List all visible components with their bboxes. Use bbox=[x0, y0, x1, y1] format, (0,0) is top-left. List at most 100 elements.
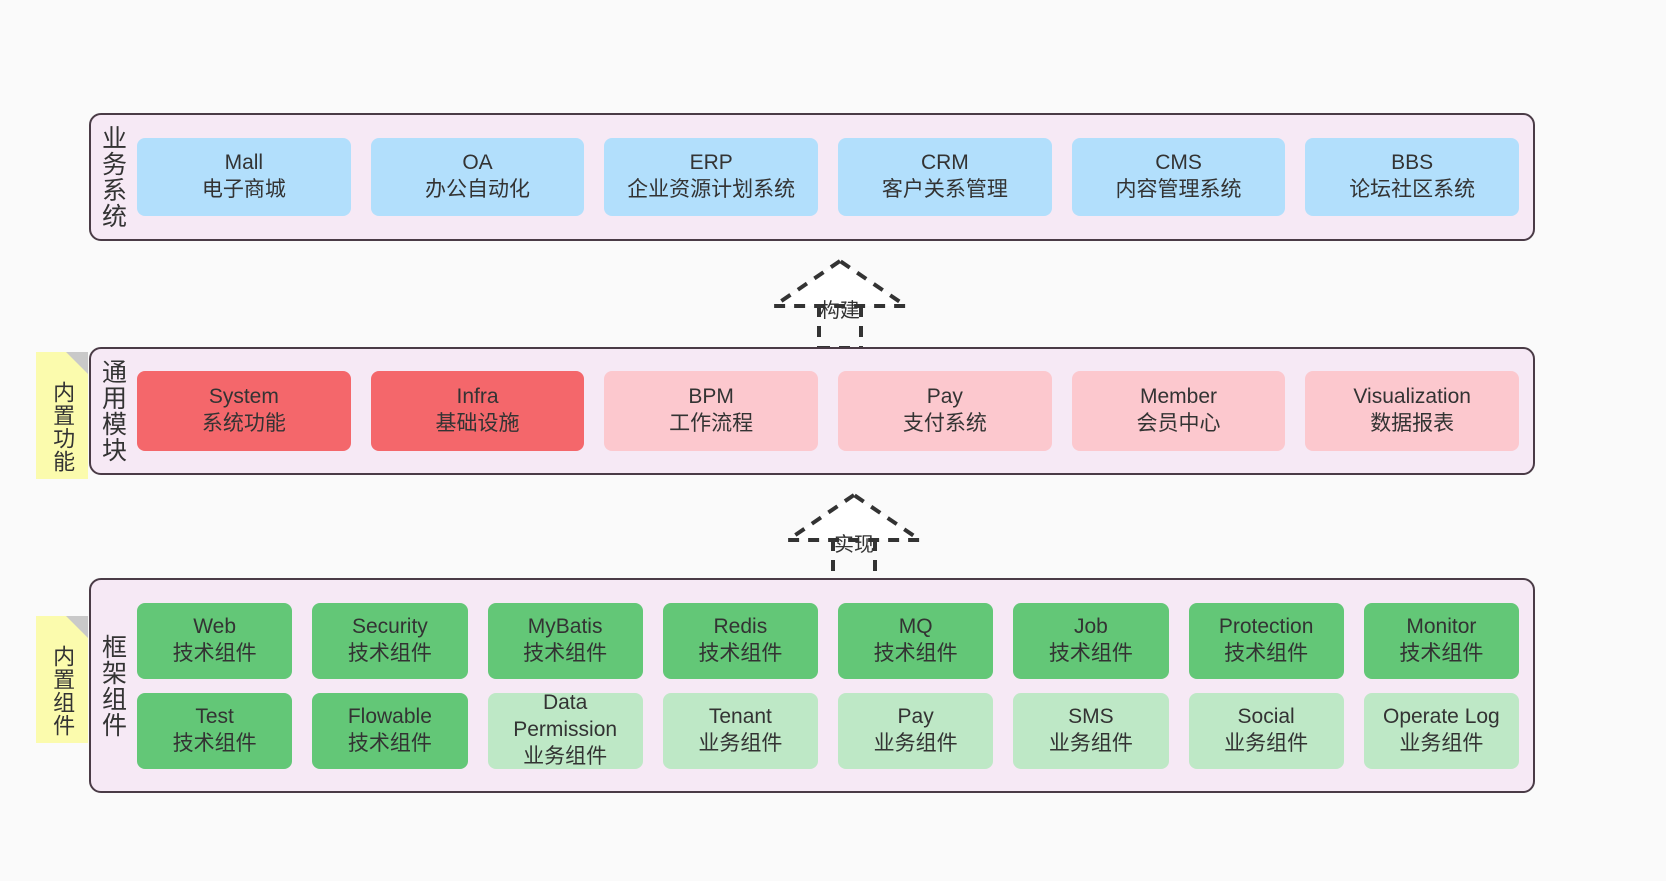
note-builtin-function: 内置功能 bbox=[36, 352, 88, 479]
box-subtitle: 工作流程 bbox=[669, 412, 754, 435]
box-subtitle: 业务组件 bbox=[523, 744, 608, 768]
box-tenant[interactable]: Tenant 业务组件 bbox=[662, 692, 818, 769]
box-subtitle: 业务组件 bbox=[1399, 731, 1484, 755]
box-title: ERP bbox=[689, 151, 733, 175]
layer-body-modules: System 系统功能 Infra 基础设施 BPM 工作流程 Pay 支付系统… bbox=[133, 349, 1533, 473]
box-pay-component[interactable]: Pay 业务组件 bbox=[838, 692, 994, 769]
box-title: Member bbox=[1140, 385, 1218, 409]
box-subtitle: 技术组件 bbox=[172, 641, 257, 665]
layer-body-framework: Web 技术组件 Security 技术组件 MyBatis 技术组件 Redi… bbox=[133, 580, 1533, 791]
box-subtitle: 电子商城 bbox=[201, 178, 286, 201]
connector-build-label: 构建 bbox=[820, 300, 860, 322]
box-subtitle: 企业资源计划系统 bbox=[627, 178, 796, 201]
box-visualization[interactable]: Visualization 数据报表 bbox=[1305, 371, 1520, 451]
box-subtitle: 业务组件 bbox=[1224, 731, 1309, 755]
box-cms[interactable]: CMS 内容管理系统 bbox=[1071, 138, 1286, 216]
box-subtitle: 会员中心 bbox=[1136, 412, 1221, 435]
layer-body-business: Mall 电子商城 OA 办公自动化 ERP 企业资源计划系统 CRM 客户关系… bbox=[133, 115, 1533, 239]
biz-row: Test 技术组件 Flowable 技术组件 Data Permission … bbox=[137, 691, 1519, 769]
box-subtitle: 基础设施 bbox=[435, 412, 520, 435]
box-subtitle: 技术组件 bbox=[172, 731, 257, 755]
box-subtitle: 技术组件 bbox=[347, 731, 432, 755]
box-test[interactable]: Test 技术组件 bbox=[137, 692, 293, 769]
box-monitor[interactable]: Monitor 技术组件 bbox=[1363, 602, 1519, 679]
box-system[interactable]: System 系统功能 bbox=[137, 371, 351, 451]
connector-implement: 实现 bbox=[769, 492, 939, 584]
box-title: Pay bbox=[926, 385, 963, 409]
module-row: System 系统功能 Infra 基础设施 BPM 工作流程 Pay 支付系统… bbox=[137, 371, 1520, 451]
box-subtitle: 支付系统 bbox=[902, 412, 987, 435]
layer-business-systems[interactable]: 业务系统 Mall 电子商城 OA 办公自动化 ERP 企业资源计划系统 CRM… bbox=[89, 113, 1535, 241]
connector-build: 构建 bbox=[755, 258, 925, 350]
note-label: 内置组件 bbox=[50, 644, 76, 737]
box-subtitle: 技术组件 bbox=[523, 641, 608, 665]
box-title: CRM bbox=[920, 151, 969, 175]
box-protection[interactable]: Protection 技术组件 bbox=[1188, 602, 1344, 679]
box-subtitle: 系统功能 bbox=[201, 412, 286, 435]
box-subtitle: 业务组件 bbox=[698, 731, 783, 755]
box-title: Test bbox=[195, 704, 234, 728]
box-subtitle: 论坛社区系统 bbox=[1349, 178, 1476, 201]
box-title: MyBatis bbox=[527, 614, 603, 638]
box-title: Job bbox=[1073, 614, 1108, 638]
layer-framework-components[interactable]: 框架组件 Web 技术组件 Security 技术组件 MyBatis 技术组件… bbox=[89, 578, 1535, 793]
layer-caption-business: 业务系统 bbox=[98, 125, 127, 229]
box-bpm[interactable]: BPM 工作流程 bbox=[604, 371, 819, 451]
box-title: CMS bbox=[1155, 151, 1202, 175]
box-bbs[interactable]: BBS 论坛社区系统 bbox=[1305, 138, 1520, 216]
box-subtitle: 技术组件 bbox=[1048, 641, 1133, 665]
box-title: System bbox=[208, 385, 279, 409]
box-title: MQ bbox=[898, 614, 933, 638]
box-subtitle: 办公自动化 bbox=[425, 178, 530, 201]
box-mall[interactable]: Mall 电子商城 bbox=[137, 138, 351, 216]
layer-caption-framework: 框架组件 bbox=[98, 633, 127, 738]
box-title: SMS bbox=[1068, 704, 1114, 728]
box-subtitle: 业务组件 bbox=[1048, 731, 1133, 755]
box-title: Monitor bbox=[1406, 614, 1477, 638]
box-operate-log[interactable]: Operate Log 业务组件 bbox=[1363, 692, 1519, 769]
box-mq[interactable]: MQ 技术组件 bbox=[838, 602, 994, 679]
box-title: Protection bbox=[1218, 614, 1314, 638]
box-title: Visualization bbox=[1353, 385, 1471, 409]
box-title: BBS bbox=[1391, 151, 1434, 175]
box-subtitle: 内容管理系统 bbox=[1115, 178, 1242, 201]
box-title: Flowable bbox=[347, 704, 432, 728]
box-title: BPM bbox=[688, 385, 734, 409]
box-subtitle: 技术组件 bbox=[873, 641, 958, 665]
box-job[interactable]: Job 技术组件 bbox=[1013, 602, 1169, 679]
layer-caption-modules: 通用模块 bbox=[98, 359, 127, 463]
box-erp[interactable]: ERP 企业资源计划系统 bbox=[604, 138, 819, 216]
box-social[interactable]: Social 业务组件 bbox=[1188, 692, 1344, 769]
box-subtitle: 技术组件 bbox=[1399, 641, 1484, 665]
box-title: Security bbox=[351, 614, 428, 638]
box-web[interactable]: Web 技术组件 bbox=[137, 602, 293, 679]
box-security[interactable]: Security 技术组件 bbox=[312, 602, 468, 679]
box-subtitle: 业务组件 bbox=[873, 731, 958, 755]
box-title: Social bbox=[1237, 704, 1295, 728]
box-flowable[interactable]: Flowable 技术组件 bbox=[312, 692, 468, 769]
box-title: Infra bbox=[456, 385, 499, 409]
business-row: Mall 电子商城 OA 办公自动化 ERP 企业资源计划系统 CRM 客户关系… bbox=[137, 138, 1520, 216]
box-title: Tenant bbox=[708, 704, 772, 728]
box-title: Web bbox=[193, 614, 237, 638]
box-subtitle: 数据报表 bbox=[1370, 412, 1455, 435]
box-title: OA bbox=[462, 151, 493, 175]
box-pay-module[interactable]: Pay 支付系统 bbox=[838, 371, 1052, 451]
box-redis[interactable]: Redis 技术组件 bbox=[662, 602, 818, 679]
box-member[interactable]: Member 会员中心 bbox=[1071, 371, 1286, 451]
box-oa[interactable]: OA 办公自动化 bbox=[370, 138, 585, 216]
box-title: Operate Log bbox=[1382, 704, 1500, 728]
box-title: Redis bbox=[713, 614, 768, 638]
box-subtitle: 技术组件 bbox=[347, 641, 432, 665]
box-data-permission[interactable]: Data Permission 业务组件 bbox=[487, 691, 643, 769]
layer-common-modules[interactable]: 通用模块 System 系统功能 Infra 基础设施 BPM 工作流程 Pay… bbox=[89, 347, 1535, 475]
tech-row: Web 技术组件 Security 技术组件 MyBatis 技术组件 Redi… bbox=[137, 602, 1519, 679]
box-subtitle: 客户关系管理 bbox=[881, 178, 1008, 201]
box-subtitle: 技术组件 bbox=[698, 641, 783, 665]
box-mybatis[interactable]: MyBatis 技术组件 bbox=[487, 602, 643, 679]
box-sms[interactable]: SMS 业务组件 bbox=[1013, 692, 1169, 769]
box-crm[interactable]: CRM 客户关系管理 bbox=[838, 138, 1052, 216]
box-subtitle: 技术组件 bbox=[1224, 641, 1309, 665]
box-infra[interactable]: Infra 基础设施 bbox=[370, 371, 585, 451]
